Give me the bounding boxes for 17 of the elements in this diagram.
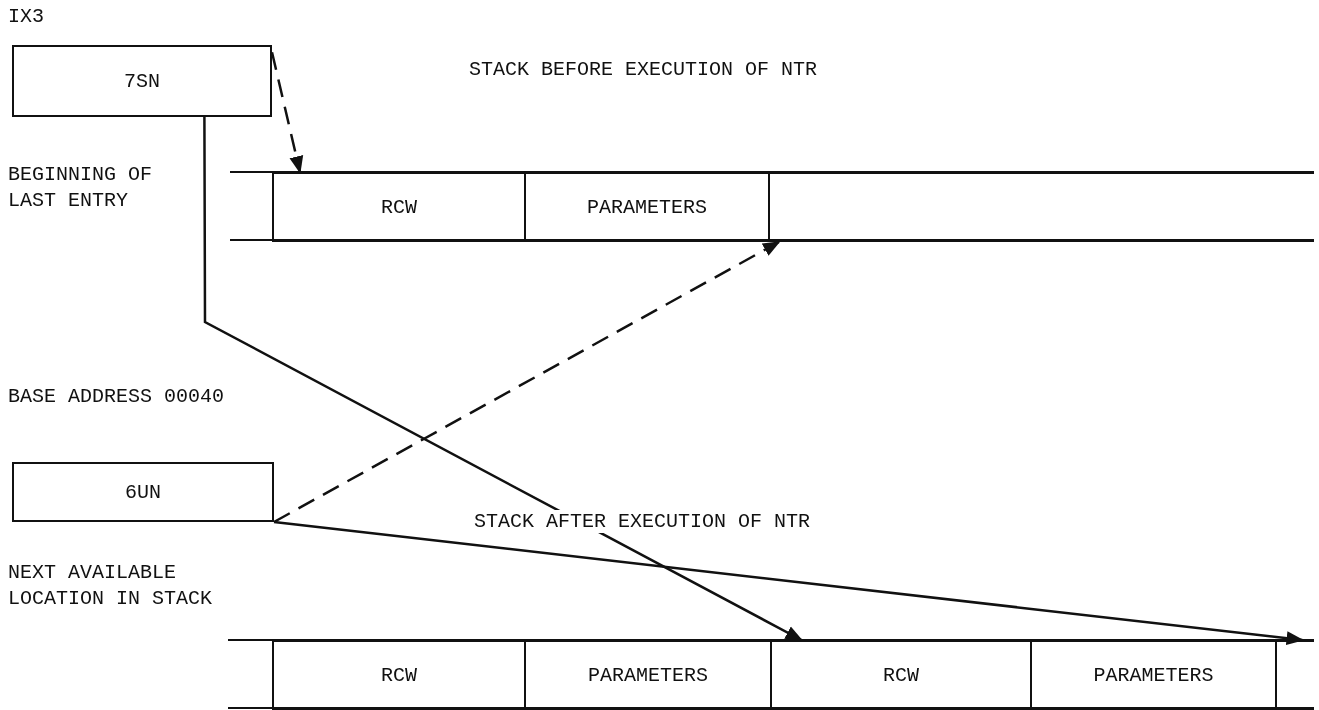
stack-cell: PARAMETERS — [1030, 640, 1277, 710]
arrow — [273, 520, 1305, 646]
stack-cell: PARAMETERS — [524, 172, 770, 242]
register-name: IX3 — [8, 4, 45, 30]
register-box: 7SN — [12, 45, 272, 117]
register-name: BASE ADDRESS 00040 — [8, 384, 226, 410]
arrow — [203, 117, 803, 642]
stack-cell: RCW — [272, 172, 526, 242]
free-stack-area — [768, 172, 1314, 242]
free-stack-area — [1275, 640, 1314, 710]
register-caption: BEGINNING OF LAST ENTRY — [8, 162, 154, 214]
register-box: 6UN — [12, 462, 274, 522]
stack-cell: PARAMETERS — [524, 640, 772, 710]
stack-cell: RCW — [770, 640, 1032, 710]
stack-cell: RCW — [272, 640, 526, 710]
register-caption: NEXT AVAILABLE LOCATION IN STACK — [8, 560, 214, 612]
arrow — [273, 240, 781, 524]
